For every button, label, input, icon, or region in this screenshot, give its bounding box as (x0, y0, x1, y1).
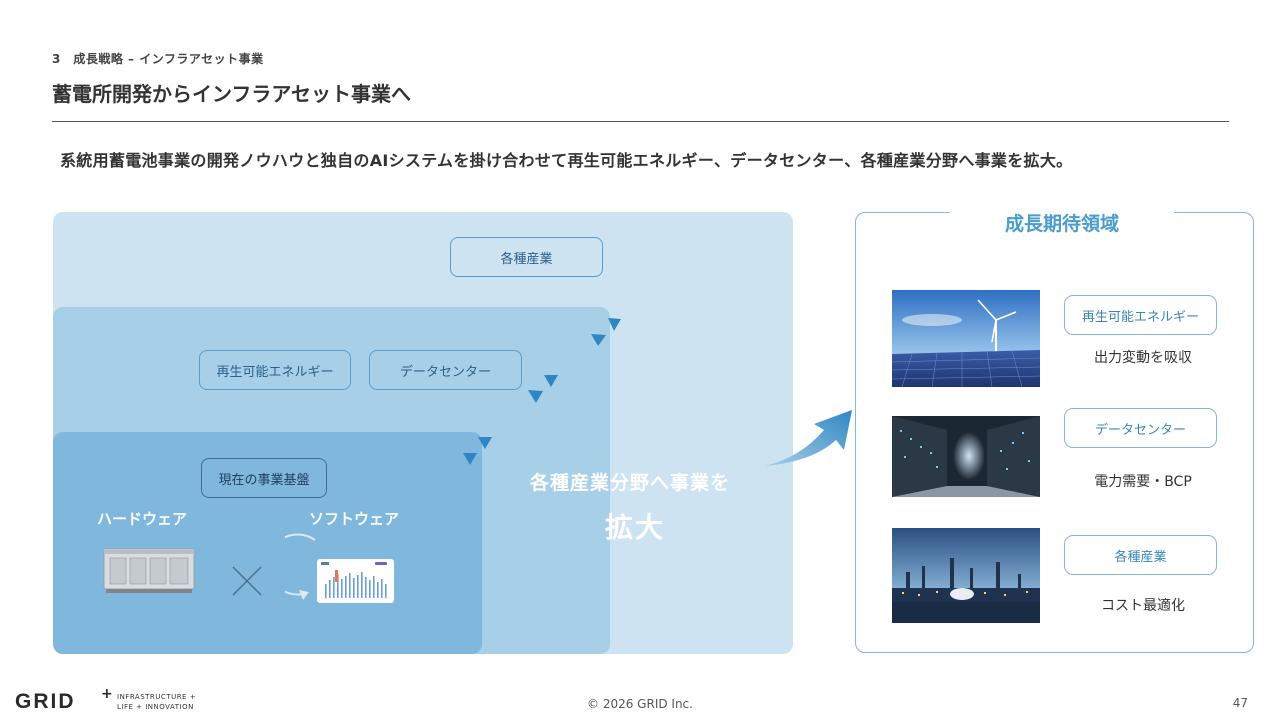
battery-container-icon (103, 548, 195, 593)
expand-text-line1: 各種産業分野へ事業を (530, 472, 731, 494)
logo-plus-mark: + (101, 686, 113, 702)
company-logo: GRID (15, 690, 76, 713)
expand-arrowheads (463, 318, 621, 465)
growth-pill-renewable: 再生可能エネルギー (1064, 295, 1217, 335)
panel-current-business (53, 432, 482, 654)
arrowhead-icon (608, 318, 621, 331)
arrowhead-icon (478, 437, 492, 449)
growth-desc-industry: コスト最適化 (1101, 598, 1185, 614)
software-dashboard-icon (285, 533, 394, 603)
wind-solar-photo (892, 290, 1040, 387)
copyright: © 2026 GRID Inc. (587, 697, 693, 711)
pill-industry: 各種産業 (450, 237, 603, 277)
software-label: ソフトウェア (309, 510, 400, 528)
logo-tagline-2: LIFE + INNOVATION (117, 703, 194, 711)
arrowhead-icon (528, 390, 543, 403)
growth-area-title: 成長期待領域 (1004, 213, 1119, 235)
pill-datacenter: データセンター (369, 350, 522, 390)
pill-current-business: 現在の事業基盤 (201, 458, 327, 498)
section-label: 3 成長戦略 – インフラアセット事業 (52, 52, 264, 66)
hardware-label: ハードウェア (97, 510, 188, 528)
page-title: 蓄電所開発からインフラアセット事業へ (52, 82, 411, 106)
industrial-plant-photo (892, 528, 1040, 623)
page-number: 47 (1232, 696, 1248, 710)
pill-renewable: 再生可能エネルギー (199, 350, 351, 390)
arrowhead-icon (544, 375, 558, 387)
growth-desc-datacenter: 電力需要・BCP (1094, 474, 1192, 490)
page-subtitle: 系統用蓄電池事業の開発ノウハウと独自のAIシステムを掛け合わせて再生可能エネルギ… (60, 151, 1073, 170)
growth-pill-industry: 各種産業 (1064, 535, 1217, 575)
title-divider (52, 121, 1229, 122)
server-room-photo (892, 416, 1040, 497)
growth-title-background (950, 202, 1174, 226)
growth-desc-renewable: 出力変動を吸収 (1094, 350, 1192, 366)
logo-tagline-1: INFRASTRUCTURE + (117, 693, 197, 701)
expand-text-line2: 拡大 (605, 511, 666, 544)
expand-arrow-icon (764, 410, 852, 466)
growth-pill-datacenter: データセンター (1064, 408, 1217, 448)
arrowhead-icon (591, 334, 606, 346)
multiply-icon (232, 566, 262, 596)
arrowhead-icon (463, 453, 477, 465)
